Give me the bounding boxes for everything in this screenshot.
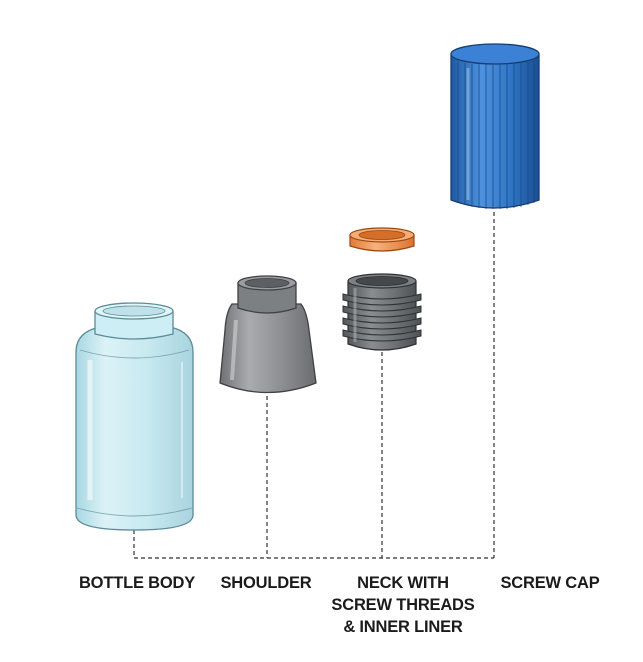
bottle-body <box>75 302 194 531</box>
label-neck-line-1: NECK WITH <box>357 574 449 592</box>
inner-liner-part <box>349 227 415 252</box>
label-neck-threads-liner: NECK WITH SCREW THREADS & INNER LINER <box>318 572 488 638</box>
label-screw-cap-text: SCREW CAP <box>500 574 600 592</box>
leader-lines <box>133 212 495 559</box>
shoulder-collar <box>237 282 297 314</box>
label-neck-line-3: & INNER LINER <box>343 618 463 636</box>
screw-cap-part <box>450 43 540 209</box>
shoulder-cone <box>219 303 317 394</box>
label-shoulder-text: SHOULDER <box>220 574 312 592</box>
shoulder-part <box>219 275 317 394</box>
screw-cap-ridges <box>457 61 535 209</box>
bottle-body-main <box>75 326 194 531</box>
label-neck-line-2: SCREW THREADS <box>331 596 475 614</box>
screw-cap-top <box>450 43 540 65</box>
label-bottle-body-text: BOTTLE BODY <box>78 574 196 592</box>
label-bottle-body: BOTTLE BODY <box>72 572 202 594</box>
screw-cap-body <box>450 54 540 209</box>
screw-threads <box>342 293 422 342</box>
bottle-body-neck <box>94 311 174 340</box>
label-screw-cap: SCREW CAP <box>490 572 610 594</box>
neck-threads-part <box>342 273 422 351</box>
label-shoulder: SHOULDER <box>210 572 322 594</box>
